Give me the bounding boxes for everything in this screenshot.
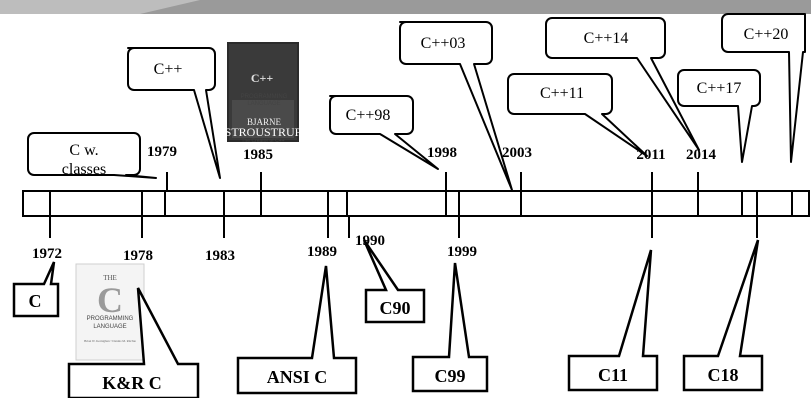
callout-cpp14-label: C++14 <box>584 30 629 47</box>
callout-c-with-classes-line2: classes <box>62 161 106 178</box>
box-c-label: C <box>29 291 42 311</box>
box-c <box>12 261 60 318</box>
callout-cpp20 <box>721 13 806 163</box>
kr-book-image: THE C PROGRAMMING LANGUAGE Brian W. Kern… <box>75 263 145 361</box>
stroustrup-book-author-1: BJARNE <box>247 117 282 127</box>
stroustrup-book-subtitle-2: LANGUAGE <box>247 101 280 107</box>
year-1990: 1990 <box>355 233 385 249</box>
ticks-below <box>49 216 758 238</box>
callout-cpp <box>127 47 221 179</box>
timeline-bar <box>22 190 810 217</box>
header-bar <box>0 0 811 14</box>
callout-cpp03 <box>399 21 513 191</box>
stroustrup-book-tagline: The Creator of C++ <box>241 138 284 144</box>
stroustrup-book-author-2: STROUSTRUP <box>225 125 302 139</box>
year-1972: 1972 <box>32 246 62 262</box>
ticks-above <box>166 172 699 191</box>
callout-cpp98 <box>329 95 439 170</box>
year-2014: 2014 <box>686 147 717 163</box>
year-1983: 1983 <box>205 248 235 264</box>
kr-book-letter: C <box>97 280 123 320</box>
stroustrup-book-subtitle-1: PROGRAMMING <box>241 94 288 100</box>
year-1998: 1998 <box>427 145 457 161</box>
year-1978: 1978 <box>123 248 153 264</box>
year-1985: 1985 <box>243 147 273 163</box>
callout-cpp17 <box>677 69 761 163</box>
box-kr-c-label: K&R C <box>102 373 162 393</box>
stroustrup-book-image: C++ PROGRAMMING LANGUAGE BJARNE STROUSTR… <box>225 42 302 144</box>
callout-c-with-classes-line1: C w. <box>69 142 98 159</box>
box-c99 <box>411 262 489 393</box>
box-ansi-c-label: ANSI C <box>267 367 328 387</box>
box-c18 <box>682 239 764 392</box>
kr-book-the: THE <box>103 274 117 282</box>
timeline-dividers <box>49 191 793 216</box>
box-c11-label: C11 <box>598 365 628 385</box>
callout-cpp11 <box>507 73 648 157</box>
kr-book-authors: Brian W. Kernighan • Dennis M. Ritchie <box>84 339 136 343</box>
year-1989: 1989 <box>307 244 337 260</box>
kr-book-title-2: LANGUAGE <box>93 324 126 330</box>
header-bar-shade <box>0 0 200 14</box>
callout-c-with-classes <box>27 132 157 179</box>
year-2011: 2011 <box>636 147 665 163</box>
year-1999: 1999 <box>447 244 477 260</box>
stroustrup-book-cpp: C++ <box>251 71 274 85</box>
box-c90 <box>362 239 426 324</box>
callout-cpp-label: C++ <box>154 61 183 78</box>
kr-book-title-1: PROGRAMMING <box>87 316 134 322</box>
callout-cpp98-label: C++98 <box>346 107 391 124</box>
box-c18-label: C18 <box>708 365 739 385</box>
callout-cpp03-label: C++03 <box>421 35 466 52</box>
year-2003: 2003 <box>502 145 532 161</box>
callout-cpp20-label: C++20 <box>744 26 789 43</box>
box-c11 <box>567 249 659 392</box>
box-c99-label: C99 <box>435 366 466 386</box>
callout-cpp11-label: C++11 <box>540 85 584 102</box>
callout-cpp14 <box>545 17 700 151</box>
callout-cpp17-label: C++17 <box>697 80 742 97</box>
box-ansi-c <box>236 265 358 395</box>
box-c90-label: C90 <box>380 298 411 318</box>
year-1979: 1979 <box>147 144 177 160</box>
